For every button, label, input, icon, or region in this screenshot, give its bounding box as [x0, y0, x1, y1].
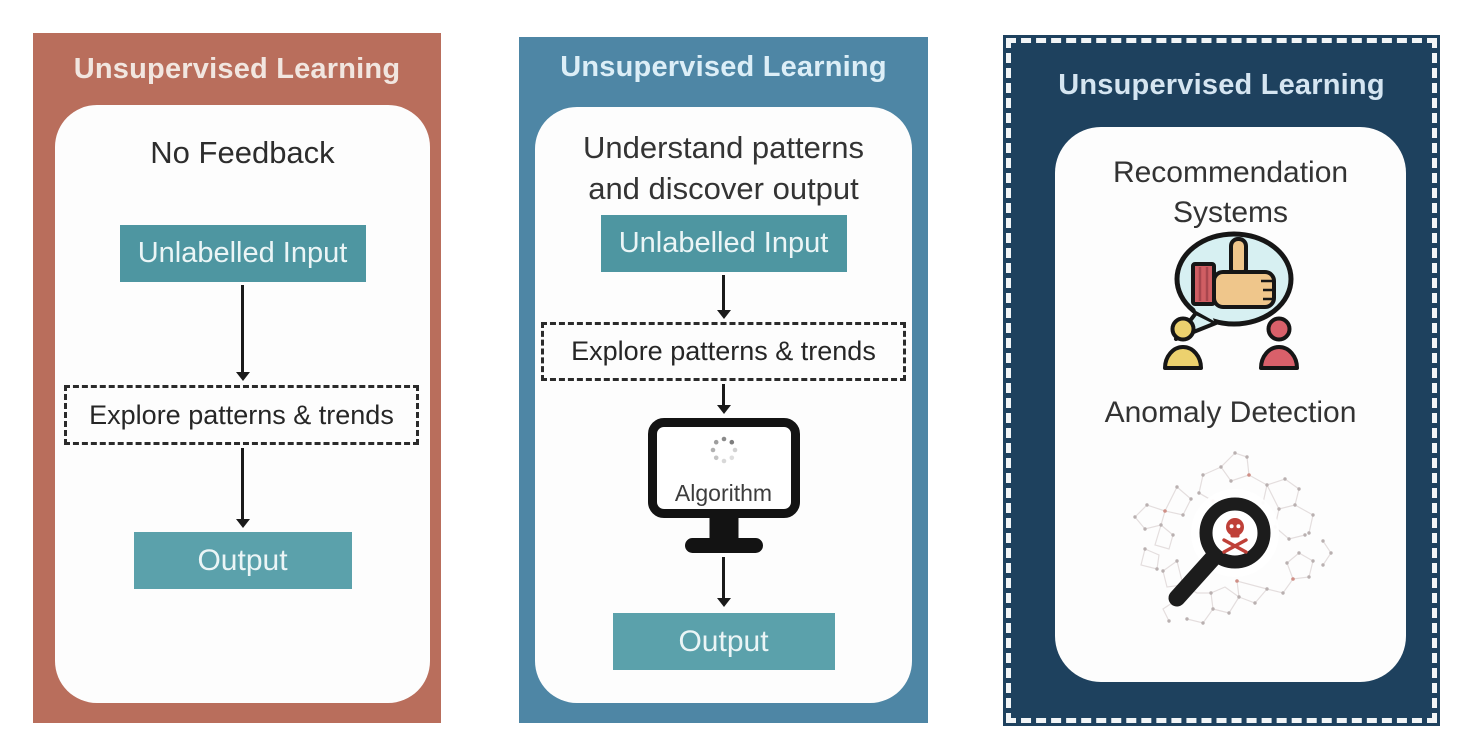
panel-title: Unsupervised Learning [1058, 69, 1385, 101]
use-cases-card: Recommendation Systems Anomaly Detection [1055, 127, 1406, 682]
output-box: Output [612, 613, 835, 670]
algorithm-label: Algorithm [674, 480, 773, 506]
arrow-down-icon [722, 384, 725, 406]
loading-spinner-icon [710, 436, 737, 464]
panel-title: Unsupervised Learning [73, 53, 401, 85]
unlabelled-input-box: Unlabelled Input [600, 215, 847, 272]
panel-algorithm-flow: Unsupervised Learning Understand pattern… [519, 37, 928, 723]
monitor-stand-icon [709, 518, 738, 540]
flow-card: No Feedback Unlabelled Input Explore pat… [55, 105, 430, 703]
explore-patterns-box: Explore patterns & trends [64, 385, 419, 445]
anomaly-detection-magnifier-icon [1132, 451, 1333, 625]
output-box: Output [133, 532, 352, 589]
arrow-down-icon [241, 448, 244, 520]
unlabelled-input-box: Unlabelled Input [119, 225, 366, 282]
recommendation-thumbs-up-icon [1162, 231, 1299, 370]
arrow-down-icon [241, 285, 244, 373]
panel-title: Unsupervised Learning [560, 51, 887, 83]
panel-no-feedback-flow: Unsupervised Learning No Feedback Unlabe… [33, 33, 441, 723]
flow-card: Understand patterns and discover output … [535, 107, 912, 703]
explore-patterns-box: Explore patterns & trends [541, 322, 906, 381]
computer-monitor-icon: Algorithm [647, 418, 800, 518]
feedback-note: No Feedback [150, 135, 335, 170]
anomaly-detection-label: Anomaly Detection [1104, 396, 1357, 429]
arrow-down-icon [722, 557, 725, 599]
description-text: Understand patterns and discover output [583, 130, 864, 206]
monitor-stand-base-icon [684, 538, 763, 553]
panel-use-cases: Unsupervised Learning Recommendation Sys… [1003, 35, 1440, 726]
arrow-down-icon [722, 275, 725, 311]
recommendation-systems-label: Recommendation Systems [1112, 156, 1349, 229]
